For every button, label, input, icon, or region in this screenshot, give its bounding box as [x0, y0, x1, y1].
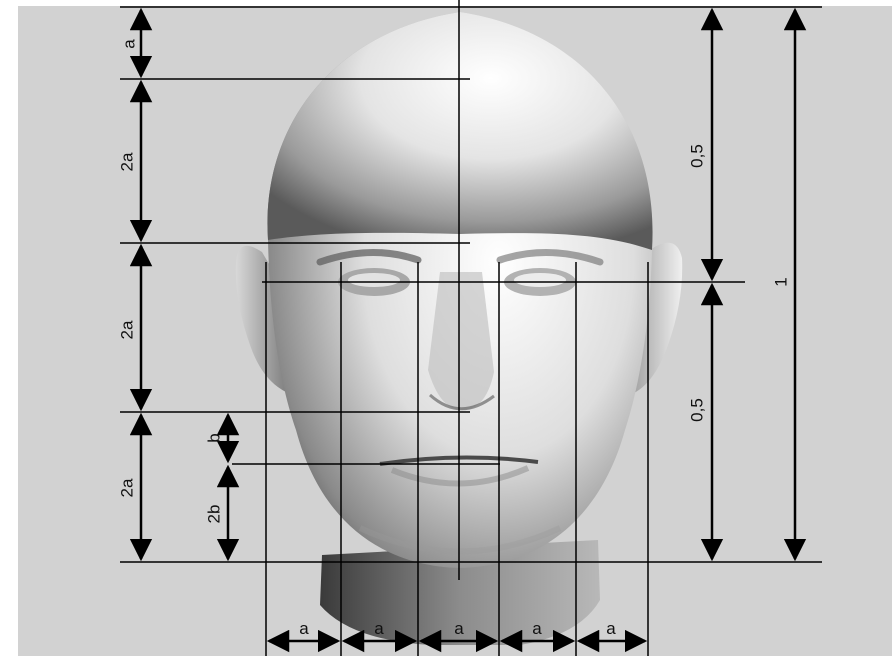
label-2a-nose: 2a: [117, 320, 136, 339]
label-width-4: a: [532, 619, 542, 638]
label-2a-lower: 2a: [117, 478, 136, 497]
label-width-5: a: [606, 619, 616, 638]
label-full-height: 1: [771, 277, 790, 286]
label-upper-half: 0,5: [687, 144, 706, 168]
label-2b: 2b: [204, 505, 223, 524]
label-a-top: a: [119, 39, 138, 49]
label-width-3: a: [454, 619, 464, 638]
label-2a-forehead: 2a: [117, 152, 136, 171]
label-lower-half: 0,5: [687, 398, 706, 422]
label-b: b: [204, 433, 223, 442]
label-width-1: a: [299, 619, 309, 638]
label-width-2: a: [374, 619, 384, 638]
